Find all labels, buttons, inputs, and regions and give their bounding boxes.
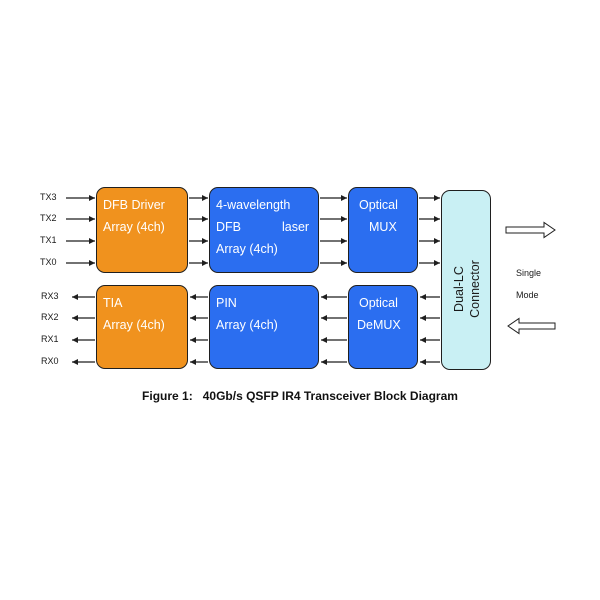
- pin-line2: Array (4ch): [216, 318, 278, 332]
- figure-caption: Figure 1: 40Gb/s QSFP IR4 Transceiver Bl…: [142, 389, 458, 403]
- optical-out-arrow: [505, 221, 556, 239]
- tx0-label: TX0: [40, 257, 57, 267]
- rx3-label: RX3: [41, 291, 59, 301]
- dfb-laser-block: 4-wavelength DFB laser Array (4ch): [209, 187, 319, 273]
- optical-demux-line2: DeMUX: [357, 318, 401, 332]
- signal-arrows: [66, 195, 440, 365]
- dfb-driver-block: DFB Driver Array (4ch): [96, 187, 188, 273]
- optical-mux-line2: MUX: [369, 220, 397, 234]
- optical-in-arrow: [507, 317, 556, 335]
- tx1-label: TX1: [40, 235, 57, 245]
- tia-line1: TIA: [103, 296, 123, 310]
- connector-line2: Connector: [468, 260, 482, 318]
- single-mode-line1: Single: [516, 268, 542, 278]
- dfb-driver-line2: Array (4ch): [103, 220, 165, 234]
- tia-line2: Array (4ch): [103, 318, 165, 332]
- optical-demux-block: Optical DeMUX: [348, 285, 418, 369]
- pin-line1: PIN: [216, 296, 237, 310]
- dual-lc-connector-block: Dual-LC Connector: [441, 190, 491, 370]
- optical-mux-block: Optical MUX: [348, 187, 418, 273]
- tx3-label: TX3: [40, 192, 57, 202]
- dfb-laser-line1: 4-wavelength: [216, 198, 291, 212]
- connector-line1: Dual-LC: [452, 266, 466, 312]
- connector-label: Dual-LC Connector: [451, 224, 483, 354]
- rx2-label: RX2: [41, 312, 59, 322]
- optical-demux-line1: Optical: [359, 296, 398, 310]
- rx0-label: RX0: [41, 356, 59, 366]
- single-mode-line2: Mode: [516, 290, 539, 300]
- pin-block: PIN Array (4ch): [209, 285, 319, 369]
- dfb-driver-line1: DFB Driver: [103, 198, 165, 212]
- dfb-laser-line3: Array (4ch): [216, 242, 278, 256]
- rx1-label: RX1: [41, 334, 59, 344]
- tia-block: TIA Array (4ch): [96, 285, 188, 369]
- optical-mux-line1: Optical: [359, 198, 398, 212]
- tx2-label: TX2: [40, 213, 57, 223]
- dfb-laser-line2b: laser: [282, 220, 310, 234]
- dfb-laser-line2a: DFB: [216, 220, 241, 234]
